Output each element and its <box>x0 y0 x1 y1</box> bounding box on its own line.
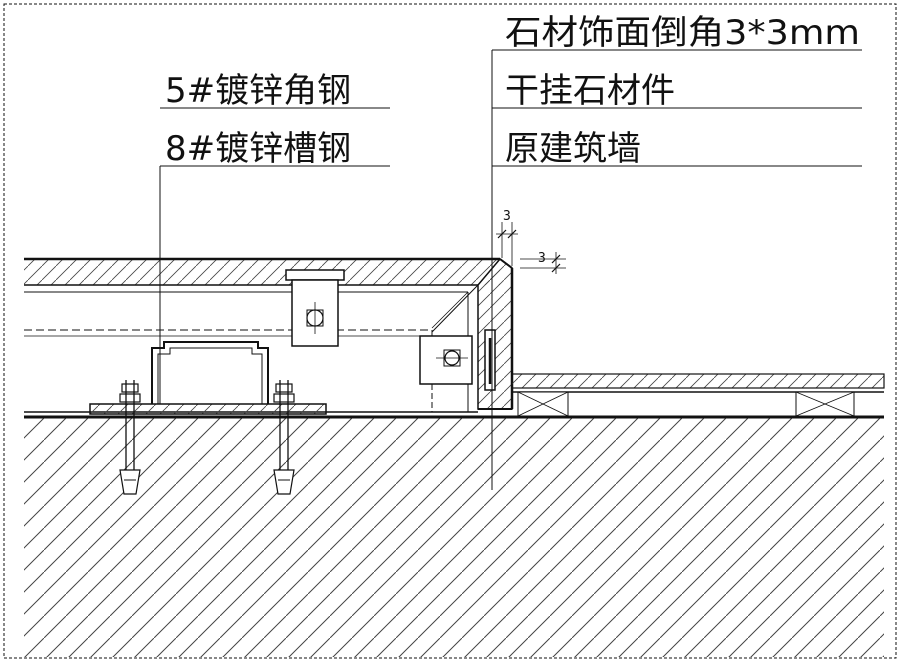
drawing-frame <box>3 3 897 659</box>
label-dry-hang-part: 干挂石材件 <box>505 71 675 111</box>
chamfer-dimension-side <box>520 252 566 274</box>
ground-base <box>24 417 884 657</box>
chamfer-dimension-top <box>496 222 518 266</box>
anchor-bolt-right <box>273 380 295 495</box>
anchor-bolt-left <box>119 380 141 495</box>
floor-layer-right <box>511 373 885 417</box>
label-original-wall: 原建筑墙 <box>505 129 641 169</box>
angle-steel-base <box>89 403 327 415</box>
label-stone-chamfer: 石材饰面倒角3*3mm <box>505 13 860 53</box>
dim-text-side: 3 <box>538 251 546 266</box>
channel-steel <box>151 341 269 404</box>
side-bracket-plate <box>419 335 473 385</box>
dim-text-top: 3 <box>503 209 511 224</box>
label-channel-steel: 8#镀锌槽钢 <box>165 129 351 169</box>
label-angle-steel: 5#镀锌角钢 <box>165 71 351 111</box>
top-clip <box>285 269 345 281</box>
top-stone-panel <box>24 259 500 285</box>
